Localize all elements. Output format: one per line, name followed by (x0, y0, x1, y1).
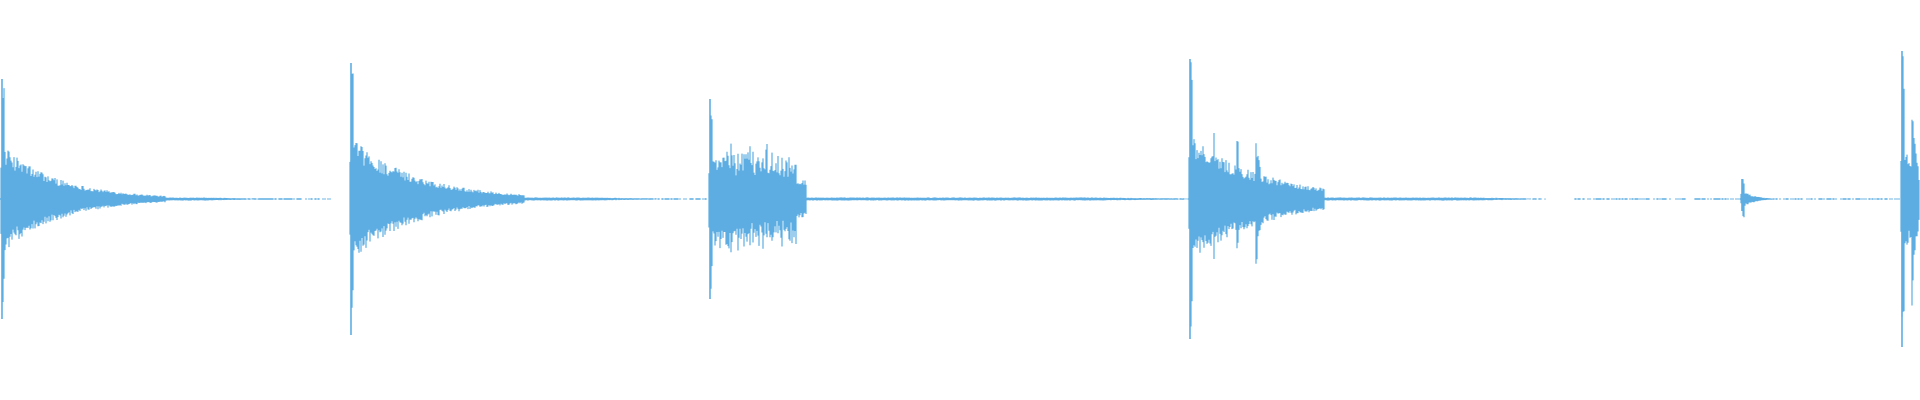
waveform-trace (0, 56, 1920, 327)
